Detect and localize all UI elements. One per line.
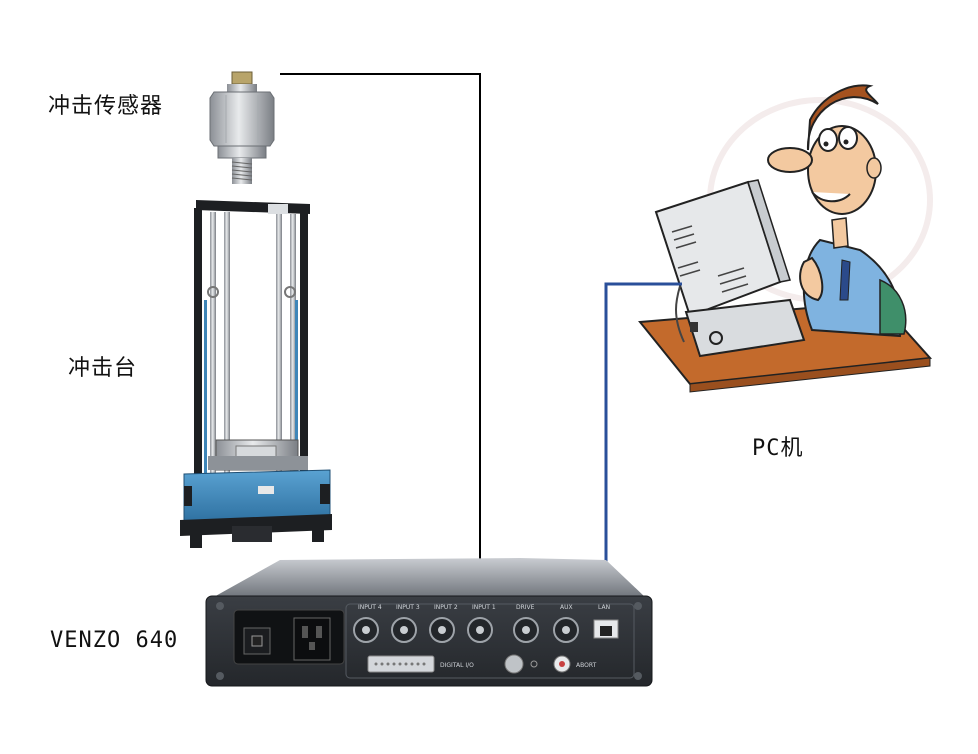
input-1-label: INPUT 1: [472, 604, 496, 611]
network-cable: [604, 282, 682, 618]
bnc-drive: [513, 617, 539, 643]
shock-sensor-image: [209, 71, 275, 184]
power-button: [504, 654, 524, 674]
abort-label: ABORT: [576, 662, 597, 669]
lan-label: LAN: [598, 604, 610, 611]
bnc-input-4: [353, 617, 379, 643]
input-2-label: INPUT 2: [434, 604, 458, 611]
sensor-cable: [280, 73, 481, 618]
bnc-input-1: [467, 617, 493, 643]
input-3-label: INPUT 3: [396, 604, 420, 611]
venzo-640-device: INPUT 4 INPUT 3 INPUT 2 INPUT 1 DRIVE AU…: [205, 558, 653, 687]
drive-label: DRIVE: [516, 604, 535, 611]
bnc-aux: [553, 617, 579, 643]
aux-label: AUX: [560, 604, 573, 611]
sensor-label: 冲击传感器: [48, 94, 164, 119]
shock-table-label: 冲击台: [68, 356, 138, 381]
device-label: VENZO 640: [50, 628, 179, 653]
bnc-input-2: [429, 617, 455, 643]
bnc-input-3: [391, 617, 417, 643]
digital-io-label: DIGITAL I/O: [440, 662, 474, 669]
input-4-label: INPUT 4: [358, 604, 382, 611]
pc-label: PC机: [752, 436, 804, 461]
shock-table-image: [180, 200, 332, 548]
pc-user-illustration: [638, 84, 933, 393]
